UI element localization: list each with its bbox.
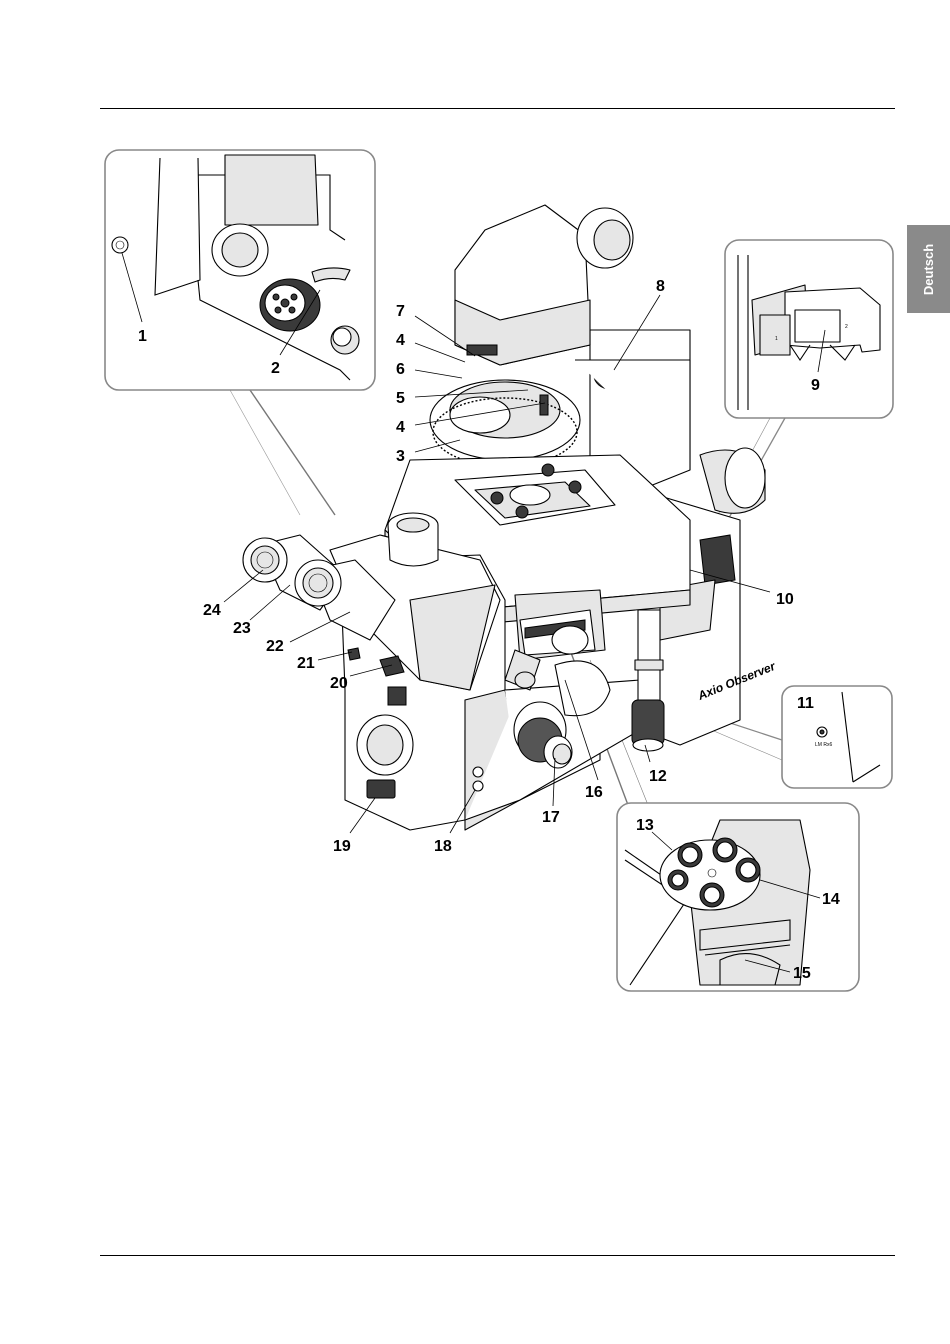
callout-9: 9: [811, 377, 820, 394]
callout-4b: 4: [396, 419, 405, 436]
callout-16: 16: [585, 784, 603, 801]
callout-20: 20: [330, 675, 348, 692]
slider-position-2: 2: [845, 324, 848, 330]
callout-10: 10: [776, 591, 794, 608]
callout-8: 8: [656, 278, 665, 295]
slider-position-1: 1: [775, 336, 778, 342]
callout-14: 14: [822, 891, 840, 908]
callout-21: 21: [297, 655, 315, 672]
callout-22: 22: [266, 638, 284, 655]
callout-6: 6: [396, 361, 405, 378]
callout-17: 17: [542, 809, 560, 826]
callout-19: 19: [333, 838, 351, 855]
footer-rule: [100, 1255, 895, 1256]
callout-24: 24: [203, 602, 221, 619]
callout-2: 2: [271, 360, 280, 377]
callout-4a: 4: [396, 332, 405, 349]
callout-15: 15: [793, 965, 811, 982]
led-label: LM Rx6: [815, 742, 832, 748]
callout-18: 18: [434, 838, 452, 855]
callout-11: 11: [797, 695, 814, 712]
callout-13: 13: [636, 817, 654, 834]
callout-7: 7: [396, 303, 405, 320]
callout-12: 12: [649, 768, 667, 785]
callout-1: 1: [138, 328, 147, 345]
callout-23: 23: [233, 620, 251, 637]
callout-3: 3: [396, 448, 405, 465]
callout-5: 5: [396, 390, 405, 407]
